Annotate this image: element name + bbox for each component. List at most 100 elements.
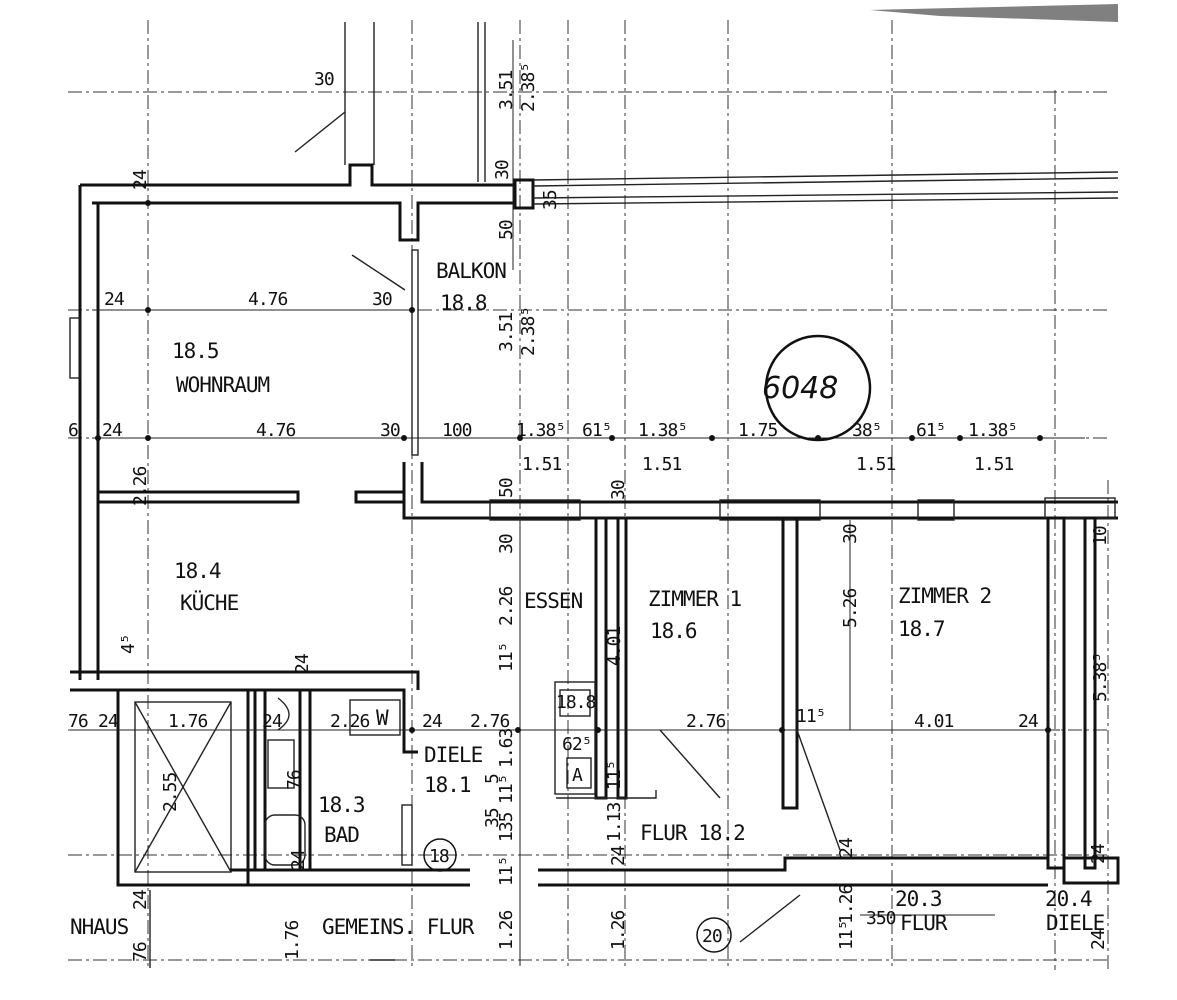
dim-label: 1.13 — [604, 802, 625, 842]
dim-label: 4.76 — [256, 420, 296, 441]
dim-label: 5.38⁵ — [1090, 653, 1111, 702]
dim-label: 2.26 — [130, 466, 151, 506]
dim-label: 10 — [1090, 526, 1111, 546]
dim-label: 5.26 — [840, 588, 861, 628]
wohnraum-name: WOHNRAUM — [176, 373, 270, 397]
dim-label: 1.38⁵ — [516, 420, 565, 441]
dim-label: 4.76 — [248, 289, 288, 310]
dim-label: 1.76 — [282, 920, 303, 960]
dim-label: 1.51 — [856, 454, 896, 475]
bad-area: 18.3 — [318, 793, 365, 817]
circle-mark-18-label: 18 — [429, 846, 449, 867]
dim-label: 11⁵ — [496, 856, 517, 886]
dim-label: 1.63 — [496, 728, 517, 768]
dim-label: 24 — [130, 170, 151, 190]
scan-artifact — [870, 4, 1118, 22]
dim-label: 24 — [836, 838, 857, 858]
dim-label: 24 — [608, 846, 629, 866]
cabinet-w-label: W — [376, 706, 389, 730]
diele-name: DIELE — [424, 743, 483, 767]
walls — [69, 22, 1120, 968]
dim-label: 5 — [482, 774, 503, 784]
dimension-labels: 30 24 4.76 30 6 24 4.76 30 100 1.38⁵ 61⁵… — [68, 69, 1039, 929]
bad-name: BAD — [324, 823, 359, 847]
dim-label: 30 — [314, 69, 334, 90]
dim-label: 4.01 — [604, 626, 625, 666]
dim-label: 1.75 — [738, 420, 778, 441]
dim-label: 1.26 — [608, 910, 629, 950]
circle-mark-18 — [423, 838, 457, 872]
dim-label: 24 — [262, 711, 282, 732]
dim-label: 76 — [68, 711, 88, 732]
dim-label: 24 — [104, 289, 124, 310]
dim-label: 2.76 — [470, 711, 510, 732]
flur-203-name: FLUR — [900, 911, 948, 935]
dim-label: 6 — [68, 420, 78, 441]
dim-label: 76 — [284, 770, 305, 790]
dim-label: 24 — [1088, 844, 1109, 864]
dim-label: 30 — [608, 480, 629, 500]
dim-label: 24 — [98, 711, 118, 732]
dim-label: 30 — [496, 534, 517, 554]
dim-label: 1.38⁵ — [638, 420, 687, 441]
kueche-name: KÜCHE — [180, 590, 239, 615]
flur-203-area: 20.3 — [895, 887, 942, 911]
vertical-dimension-labels: 3.51 2.38⁵ 30 35 50 24 3.51 2.38⁵ 2.26 5… — [118, 63, 1111, 962]
dim-label: 76 — [130, 942, 151, 962]
dim-label: 30 — [840, 524, 861, 544]
balkon-area: 18.8 — [440, 291, 487, 315]
dim-label: 2.38⁵ — [518, 307, 539, 356]
zimmer1-area: 18.6 — [650, 619, 697, 643]
dim-label: 11⁵ — [604, 760, 625, 790]
dimension-ticks — [95, 200, 1051, 733]
plan-number: 6048 — [762, 371, 838, 406]
dim-label: 24 — [422, 711, 442, 732]
dim-label: 100 — [442, 420, 472, 441]
diele-204-name: DIELE — [1046, 911, 1105, 935]
dim-label: 24 — [130, 890, 151, 910]
cabinet-a-label: A — [572, 765, 583, 786]
dim-label: 24 — [1088, 930, 1109, 950]
dim-label: 1.38⁵ — [968, 420, 1017, 441]
dim-label: 61⁵ — [582, 420, 612, 441]
dim-label: 38⁵ — [852, 420, 882, 441]
dim-label: 30 — [380, 420, 400, 441]
zimmer2-name: ZIMMER 2 — [898, 584, 991, 608]
dim-label: 50 — [496, 220, 517, 240]
dim-label: 24 — [288, 850, 309, 870]
dim-label: 350 — [866, 908, 896, 929]
dim-label: 11⁵ — [496, 774, 517, 804]
dim-label: 1.51 — [642, 454, 682, 475]
dim-label: 11⁵ — [836, 920, 857, 950]
wohnraum-area: 18.5 — [172, 339, 219, 363]
dim-label: 3.51 — [496, 312, 517, 352]
box-18-8-label: 18.8 — [556, 692, 596, 713]
balkon-name: BALKON — [436, 259, 506, 283]
diele-area: 18.1 — [424, 773, 471, 797]
dim-label: 35 — [482, 808, 503, 828]
dim-label: 61⁵ — [916, 420, 946, 441]
dim-label: 2.76 — [686, 711, 726, 732]
essen-name: ESSEN — [524, 589, 583, 613]
dim-label: 1.26 — [836, 884, 857, 924]
dim-label: 135 — [496, 812, 517, 842]
flur-label: FLUR 18.2 — [640, 821, 745, 845]
dim-label: 1.51 — [974, 454, 1014, 475]
dim-label: 3.51 — [496, 70, 517, 110]
dim-label: 24 — [292, 654, 313, 674]
dim-label: 11⁵ — [796, 706, 826, 727]
dim-label: 2.26 — [330, 711, 370, 732]
dim-label: 1.26 — [496, 910, 517, 950]
dim-label: 30 — [372, 289, 392, 310]
dim-label: 30 — [492, 160, 513, 180]
zimmer2-area: 18.7 — [898, 617, 945, 641]
dim-label: 2.38⁵ — [518, 63, 539, 112]
dim-label: 62⁵ — [562, 734, 592, 755]
gemeins-flur-name: GEMEINS. FLUR — [322, 915, 475, 939]
treppenhaus-name: NHAUS — [70, 915, 129, 939]
dim-label: 24 — [102, 420, 122, 441]
zimmer1-name: ZIMMER 1 — [648, 587, 742, 611]
dim-label: 2.26 — [496, 586, 517, 626]
dim-label: 11⁵ — [496, 642, 517, 672]
